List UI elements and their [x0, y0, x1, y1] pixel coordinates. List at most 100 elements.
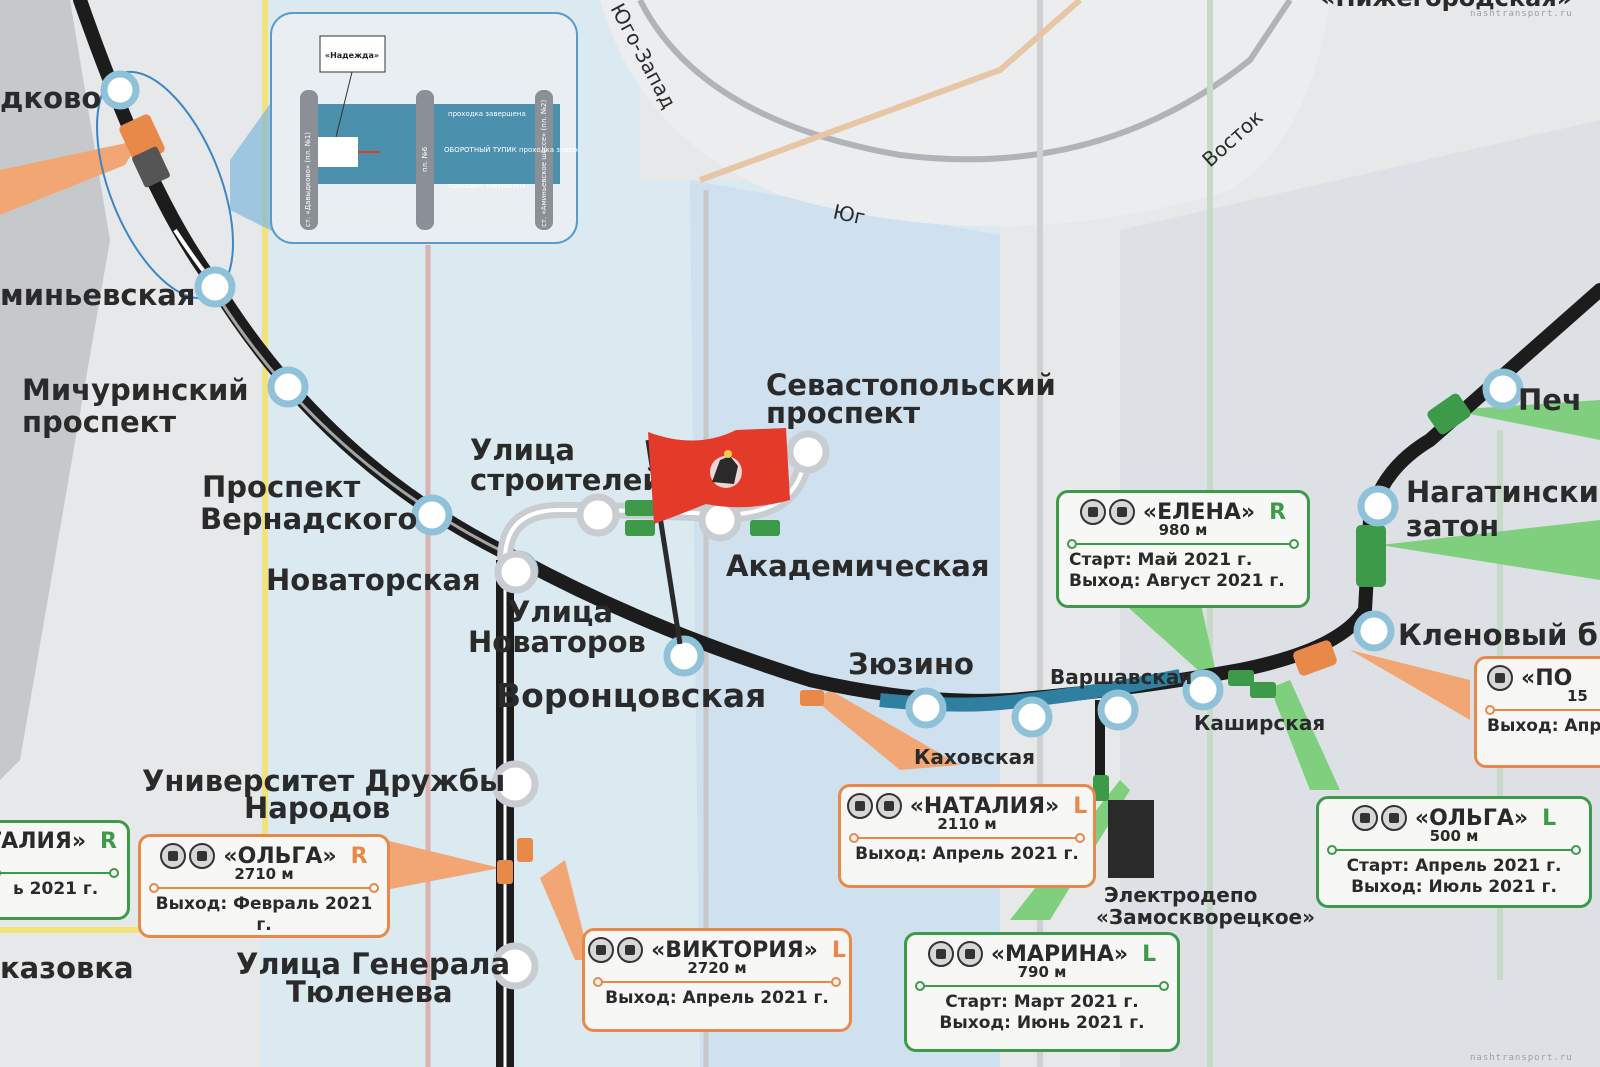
station-klenovy[interactable]	[1353, 610, 1395, 652]
station-label: Мичуринский	[22, 373, 249, 407]
inset-label: проходка завершена	[448, 182, 526, 190]
station-label: Улица	[508, 595, 613, 629]
station-zyuzino[interactable]	[905, 687, 947, 729]
station-label: Новаторская	[266, 563, 481, 597]
inset-tbm	[318, 137, 358, 167]
inset-shaft	[416, 90, 434, 230]
inset-tbm-label: «Надежда»	[325, 51, 379, 60]
tbm-marker-orange[interactable]	[497, 860, 513, 884]
tbm-card-po[interactable]: «ПО 15 Выход: Апр	[1474, 656, 1600, 768]
tbm-start: Старт: Апрель 2021 г.	[1346, 856, 1562, 876]
station-label: Университет Дружбы	[142, 764, 505, 798]
station-kashirskaya[interactable]	[1182, 669, 1224, 711]
center-zone	[600, 0, 1330, 227]
tbm-card-olga-r[interactable]: «ОЛЬГА» R 2710 м Выход: Февраль 2021 г.	[138, 834, 390, 938]
tbm-card-viktoria[interactable]: «ВИКТОРИЯ» L 2720 м Выход: Апрель 2021 г…	[582, 928, 852, 1032]
tbm-name: «ВИКТОРИЯ»	[651, 937, 818, 963]
station-label: Воронцовская	[496, 676, 766, 715]
orange-light-line	[698, 0, 1082, 183]
tbm-length: 2720 м	[687, 959, 747, 977]
tbm-marker-green[interactable]	[625, 500, 655, 516]
tbm-side: L	[831, 937, 846, 963]
tbm-marker-green[interactable]	[1425, 392, 1472, 437]
tbm-name: «НАТАЛИЯ»	[909, 793, 1060, 819]
station-nagatinsky[interactable]	[1357, 485, 1399, 527]
circle-line	[637, 0, 1293, 163]
tbm-exit: Выход: Июнь 2021 г.	[939, 1013, 1145, 1033]
station-davydkovo[interactable]	[100, 70, 140, 110]
depot-marker	[1108, 800, 1154, 878]
station-label: Каширская	[1194, 711, 1325, 735]
station-sevastopolsky[interactable]	[786, 430, 830, 474]
station-ul-novatorov[interactable]	[494, 550, 538, 594]
tbm-side: R	[350, 843, 368, 869]
station-label: Проспект	[202, 470, 361, 504]
tbm-marker-green[interactable]	[1228, 670, 1254, 686]
tbm-start: Старт: Март 2021 г.	[945, 992, 1139, 1012]
tbm-name: «МАРИНА»	[990, 941, 1129, 967]
tbm-marker-orange[interactable]	[1292, 639, 1338, 677]
tbm-marker-green[interactable]	[1250, 682, 1276, 698]
tbm-card-natalia-r[interactable]: АТАЛИЯ» R ь 2021 г.	[0, 820, 130, 920]
station-label: казовка	[0, 951, 134, 985]
station-tyuleneva[interactable]	[491, 942, 539, 990]
tbm-name: «ЕЛЕНА»	[1142, 499, 1256, 525]
station-label: строителей	[470, 463, 663, 497]
inset-label: ст. «Аминьевское шоссе» (пл. №2)	[540, 100, 548, 227]
tbm-side: L	[1542, 805, 1557, 831]
inset-label: ОБОРОТНЫЙ ТУПИК проходка завершена	[444, 145, 578, 154]
tbm-length: 500 м	[1429, 827, 1479, 845]
depot-label: «Замоскворецкое»	[1096, 905, 1315, 929]
tbm-length: 790 м	[1017, 963, 1067, 981]
station-varshavskaya[interactable]	[1097, 689, 1139, 731]
tbm-card-marina[interactable]: «МАРИНА» L 790 м Старт: Март 2021 г. Вых…	[904, 932, 1180, 1052]
tbm-icon	[160, 843, 216, 869]
tbm-marker-green[interactable]	[1356, 525, 1386, 587]
tbm-marker-orange[interactable]	[800, 690, 824, 706]
tbm-side: L	[1073, 793, 1088, 819]
station-kakhovskaya[interactable]	[1011, 696, 1053, 738]
tbm-icon	[927, 941, 983, 967]
station-ul-stroiteley[interactable]	[576, 493, 620, 537]
inset-station-right	[535, 90, 553, 230]
station-michurinsky[interactable]	[267, 366, 309, 408]
moscow-flag-pin[interactable]	[636, 420, 796, 660]
station-vorontsovskaya[interactable]	[663, 635, 705, 677]
station-pech[interactable]	[1482, 368, 1524, 410]
tbm-card-elena[interactable]: «ЕЛЕНА» R 980 м Старт: Май 2021 г. Выход…	[1056, 490, 1310, 608]
station-label: «Нижегородская»	[1320, 0, 1572, 12]
tbm-marker-green[interactable]	[750, 520, 780, 536]
tbm-exit: ь 2021 г.	[13, 879, 99, 899]
station-label: затон	[1406, 509, 1499, 543]
station-label: Зюзино	[848, 647, 974, 681]
tbm-marker-green[interactable]	[1093, 775, 1109, 801]
tbm-marker-green[interactable]	[625, 520, 655, 536]
station-vernadskogo[interactable]	[411, 494, 453, 536]
station-label: Улица Генерала	[236, 947, 510, 981]
station-aminyevskaya[interactable]	[194, 266, 236, 308]
station-label: миньевская	[0, 278, 195, 312]
station-label: Народов	[244, 791, 390, 825]
tbm-name: «ОЛЬГА»	[1414, 805, 1529, 831]
watermark: nashtransport.ru	[1470, 1053, 1573, 1063]
station-label: Улица	[470, 433, 575, 467]
tbm-icon	[1487, 665, 1513, 691]
depot-label: Электродепо	[1104, 883, 1257, 907]
tbm-marker-orange[interactable]	[517, 838, 533, 862]
station-label: Каховская	[914, 745, 1035, 769]
station-rudn[interactable]	[491, 760, 539, 808]
tbm-card-olga-l[interactable]: «ОЛЬГА» L 500 м Старт: Апрель 2021 г. Вы…	[1316, 796, 1592, 908]
watermark: nashtransport.ru	[1470, 9, 1573, 19]
tbm-exit: Выход: Апрель 2021 г.	[605, 988, 829, 1008]
tbm-exit: Выход: Февраль 2021 г.	[155, 894, 373, 935]
tbm-icon	[846, 793, 902, 819]
station-label: Нагатински	[1406, 475, 1599, 509]
tbm-exit: Выход: Август 2021 г.	[1069, 571, 1285, 591]
tbm-card-natalia-l[interactable]: «НАТАЛИЯ» L 2110 м Выход: Апрель 2021 г.	[838, 784, 1096, 888]
tbm-exit: Выход: Апрель 2021 г.	[855, 844, 1079, 864]
tbm-marker-orange[interactable]	[118, 113, 171, 189]
tbm-name: АТАЛИЯ»	[0, 829, 87, 854]
inset-diagram: «Надежда» ст. «Давыдково» (пл. №1) пл. №…	[270, 12, 578, 244]
station-label: Печ	[1518, 383, 1582, 417]
